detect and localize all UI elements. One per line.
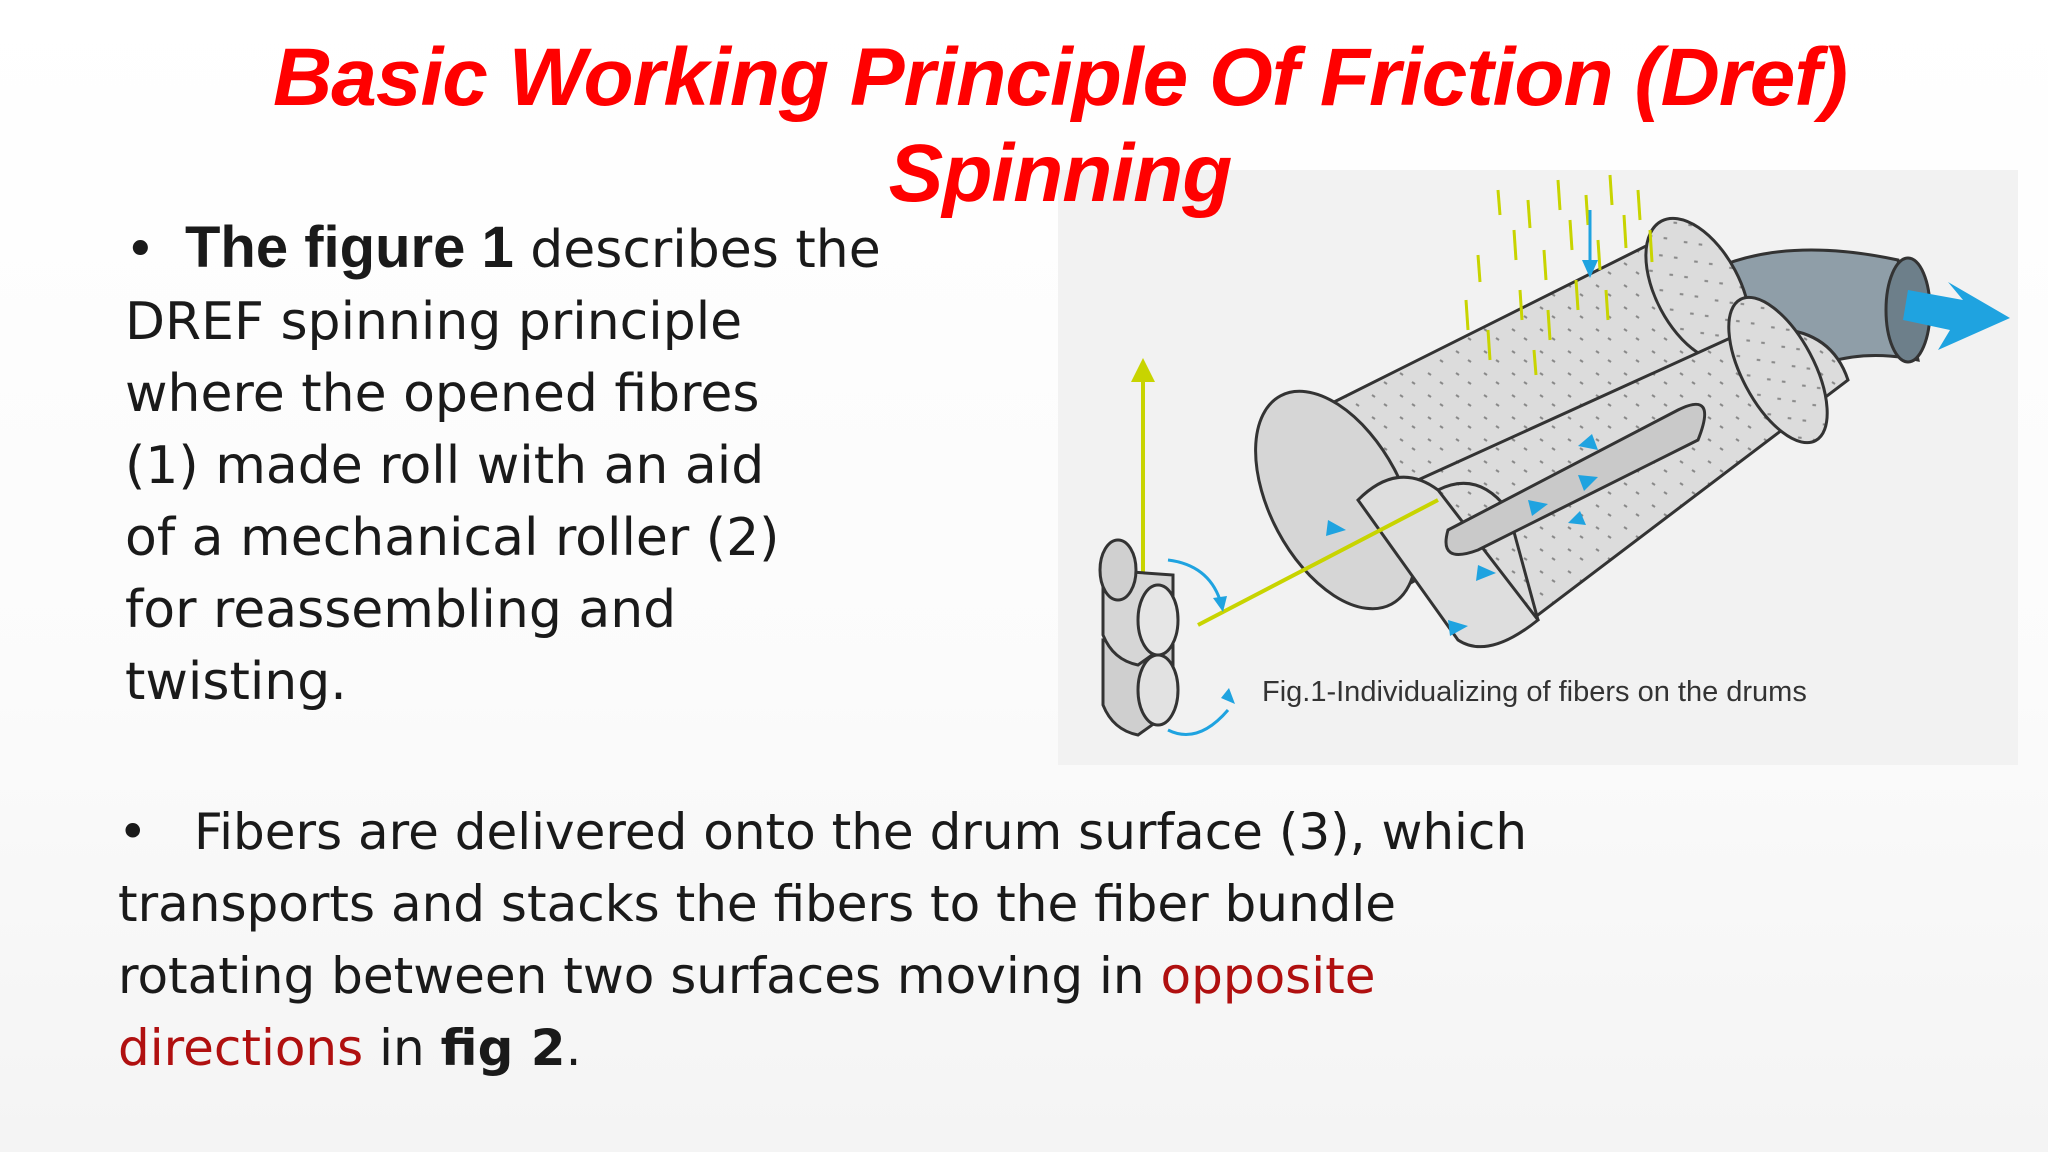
bullet-line: where the opened fibres	[125, 364, 760, 424]
bullet-drum-surface-description: •Fibers are delivered onto the drum surf…	[118, 796, 1578, 1084]
figure-1-panel	[1058, 170, 2018, 765]
bullet-line: twisting.	[125, 652, 347, 712]
bullet-marker: •	[118, 803, 148, 861]
slide-title: Basic Working Principle Of Friction (Dre…	[60, 30, 2048, 222]
bullet-line: for reassembling and	[125, 580, 677, 640]
bullet-line: describes the	[513, 220, 881, 280]
highlight-text: opposite directions	[118, 947, 1376, 1077]
bullet-text: Fibers are delivered onto the drum surfa…	[118, 803, 1528, 1005]
bullet-text: .	[565, 1019, 582, 1077]
figure-caption: Fig.1-Individualizing of fibers on the d…	[1262, 676, 1807, 708]
delivery-rollers	[1098, 538, 1180, 737]
bullet-text: in	[363, 1019, 441, 1077]
fiber-flow-arrows	[1326, 434, 1598, 636]
output-arrow	[1903, 282, 2010, 350]
figure-reference: fig 2	[440, 1019, 566, 1077]
dref-drums-illustration	[1098, 174, 2010, 737]
bullet-line: (1) made roll with an aid	[125, 436, 765, 496]
bullet-lead-bold: The figure 1	[185, 215, 514, 280]
yarn-path	[1197, 498, 1439, 627]
roller-rotation-arrows	[1167, 558, 1230, 736]
bullet-marker: •	[125, 220, 156, 280]
opened-fibres	[1464, 174, 1654, 376]
slide-title-line-2: Spinning	[888, 128, 1233, 219]
bullet-line: DREF spinning principle	[125, 292, 743, 352]
bullet-line: of a mechanical roller (2)	[125, 508, 780, 568]
slide-title-line-1: Basic Working Principle Of Friction (Dre…	[273, 32, 1848, 123]
